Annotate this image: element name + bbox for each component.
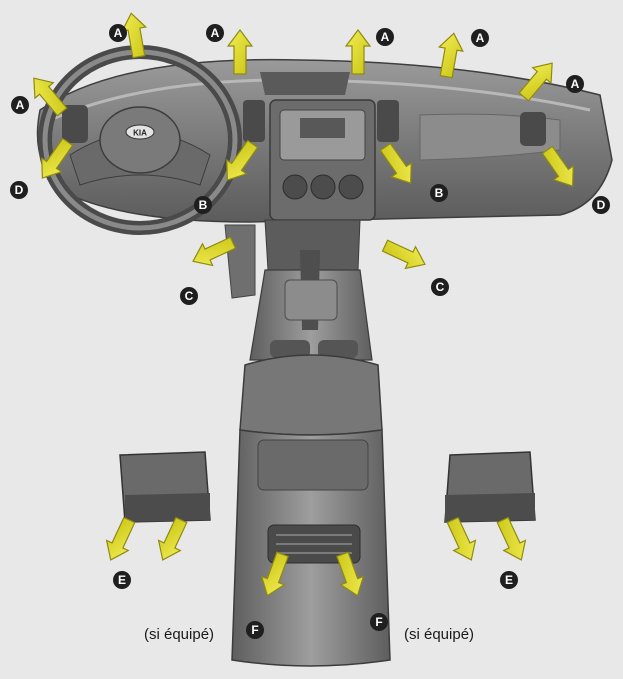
center-stack: [269, 99, 376, 221]
label-e: E: [500, 571, 518, 589]
label-a: A: [11, 96, 29, 114]
label-d: D: [592, 196, 610, 214]
arrow-e-3: [441, 514, 483, 566]
arrow-c-2: [379, 234, 431, 276]
label-a: A: [206, 24, 224, 42]
label-a: A: [376, 28, 394, 46]
left-footwell-panel: [224, 224, 256, 299]
label-b: B: [430, 184, 448, 202]
label-c: C: [431, 278, 449, 296]
center-console: [249, 219, 373, 361]
kia-logo: KIA: [133, 129, 147, 138]
label-e: E: [113, 571, 131, 589]
rear-duct-left: [119, 451, 211, 523]
label-b: B: [194, 196, 212, 214]
arrow-e-1: [99, 514, 141, 566]
arrow-e-4: [491, 514, 533, 566]
armrest-console: [231, 354, 391, 667]
label-a: A: [109, 24, 127, 42]
label-a: A: [471, 29, 489, 47]
label-f: F: [246, 621, 264, 639]
optional-note: (si équipé): [144, 626, 215, 643]
label-c: C: [180, 287, 198, 305]
optional-note: (si équipé): [404, 626, 475, 643]
label-d: D: [10, 181, 28, 199]
dashboard-vents: [62, 100, 546, 146]
arrow-e-2: [151, 514, 193, 566]
label-a: A: [566, 75, 584, 93]
label-f: F: [370, 613, 388, 631]
rear-duct-right: [444, 451, 536, 523]
